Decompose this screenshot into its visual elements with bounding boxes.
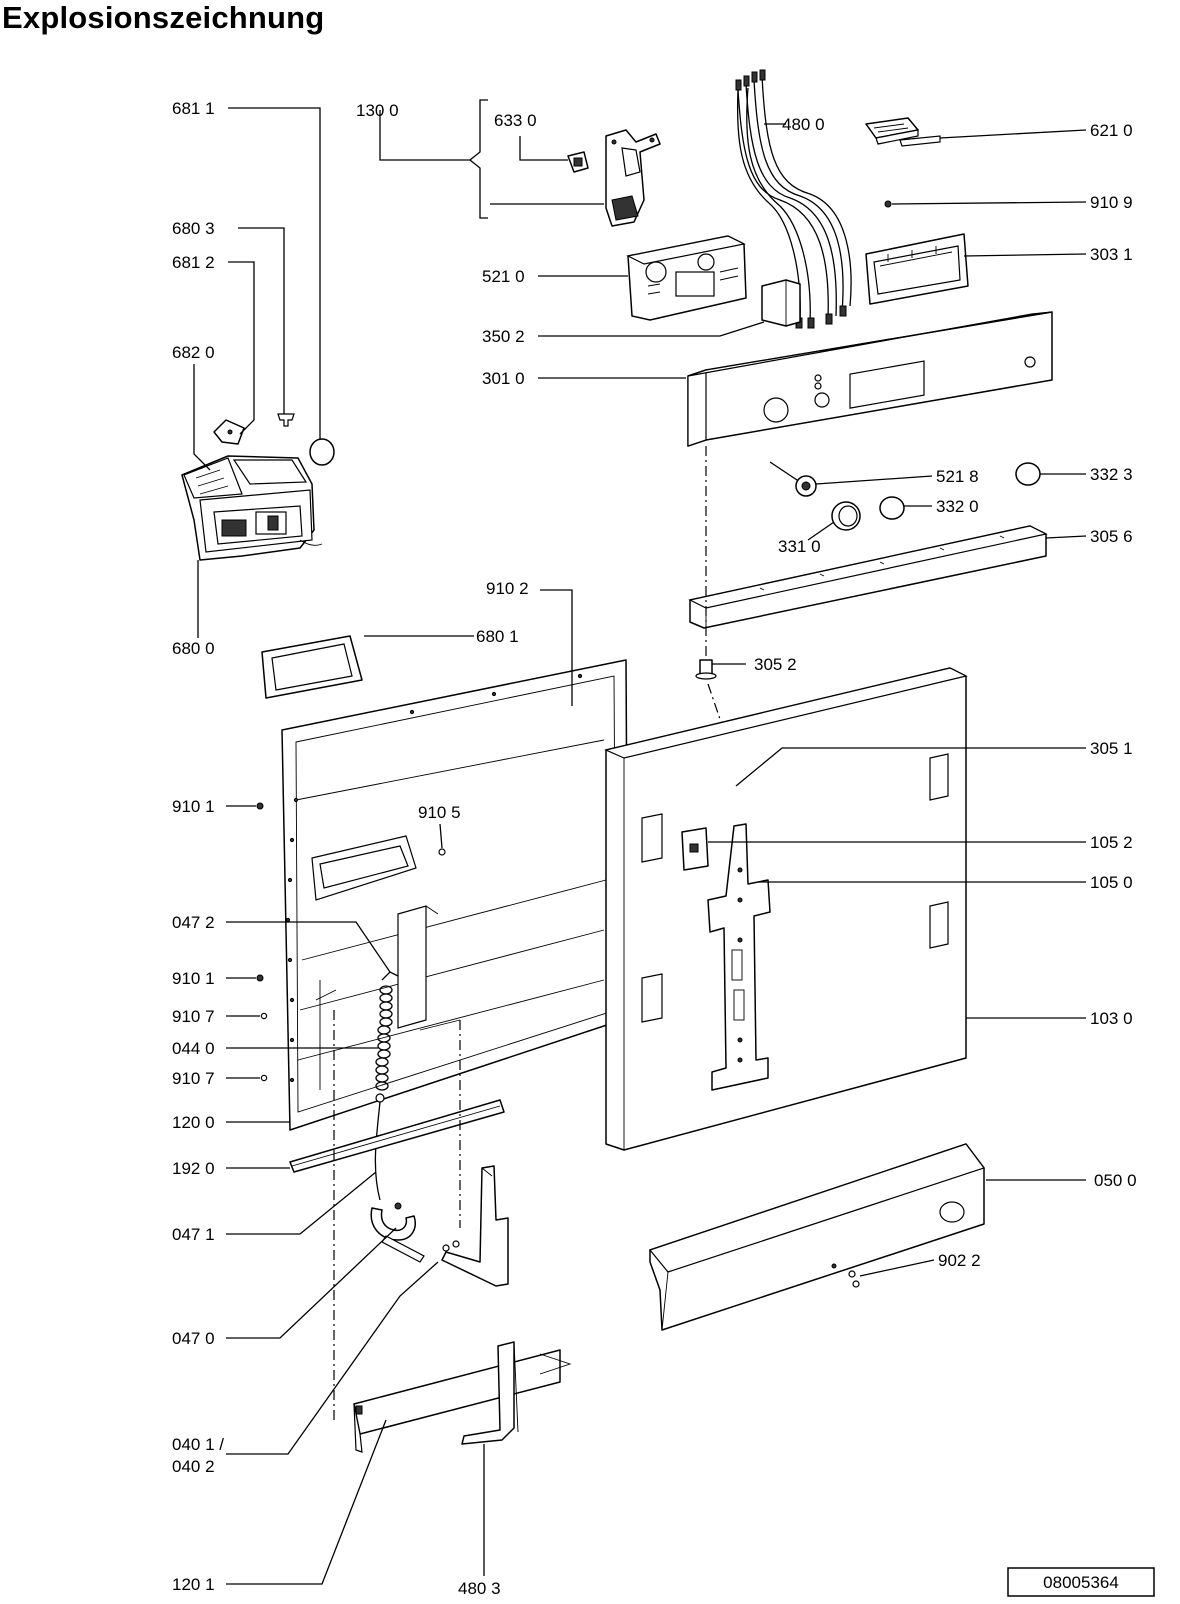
drawing-code: 08005364 <box>1043 1573 1119 1592</box>
page-title: Explosionszeichnung <box>2 0 325 35</box>
label-044-0: 044 0 <box>172 1039 215 1058</box>
part-192-0-strip <box>289 1099 505 1173</box>
part-047-1-cable <box>374 1101 381 1201</box>
label-192-0: 192 0 <box>172 1159 215 1178</box>
label-910-2: 910 2 <box>486 579 529 598</box>
label-105-0: 105 0 <box>1090 873 1133 892</box>
part-303-1-display-frame <box>865 233 969 305</box>
part-301-0-control-panel <box>687 311 1053 447</box>
part-332-3-button <box>1015 462 1041 486</box>
part-910-7-screw-lower <box>260 1074 268 1082</box>
part-910-1-screw-top <box>256 802 264 810</box>
part-120-0-inner-door <box>281 659 629 1131</box>
label-305-1: 305 1 <box>1090 739 1133 758</box>
label-050-0: 050 0 <box>1094 1171 1137 1190</box>
label-910-5: 910 5 <box>418 803 461 822</box>
part-350-2-plug <box>761 279 801 327</box>
label-305-2: 305 2 <box>754 655 797 674</box>
label-305-6: 305 6 <box>1090 527 1133 546</box>
label-103-0: 103 0 <box>1090 1009 1133 1028</box>
part-910-9-screw <box>884 200 892 208</box>
label-120-1: 120 1 <box>172 1575 215 1594</box>
part-521-8-potentiometer <box>769 461 817 497</box>
label-680-0: 680 0 <box>172 639 215 658</box>
label-120-0: 120 0 <box>172 1113 215 1132</box>
label-350-2: 350 2 <box>482 327 525 346</box>
label-303-1: 303 1 <box>1090 245 1133 264</box>
part-680-1-gasket <box>261 635 363 699</box>
part-680-0-dispenser <box>181 455 323 561</box>
label-910-1-mid: 910 1 <box>172 969 215 988</box>
part-910-5-screw <box>438 848 446 856</box>
label-521-8: 521 8 <box>936 467 979 486</box>
label-047-2: 047 2 <box>172 913 215 932</box>
label-040-2: 040 2 <box>172 1457 215 1476</box>
part-050-0-bottom-rail <box>648 1143 985 1331</box>
label-621-0: 621 0 <box>1090 121 1133 140</box>
part-633-0-switch <box>567 151 589 173</box>
part-681-1-cap <box>309 438 335 466</box>
label-040-1: 040 1 / <box>172 1435 224 1454</box>
drawing-code-box: 08005364 <box>1007 1567 1155 1597</box>
label-047-0: 047 0 <box>172 1329 215 1348</box>
label-331-0: 331 0 <box>778 537 821 556</box>
part-040-1-hinge-bracket <box>441 1020 509 1287</box>
part-902-2-screw <box>848 1270 860 1288</box>
part-521-0-control-board <box>626 235 747 321</box>
part-130-0-door-lock <box>605 129 661 227</box>
label-910-1-top: 910 1 <box>172 797 215 816</box>
part-105-0-bracket <box>707 823 771 1091</box>
label-480-3: 480 3 <box>458 1579 501 1598</box>
part-910-7-screw-upper <box>260 1012 268 1020</box>
part-910-1-screw-mid <box>256 974 264 982</box>
part-680-3-clip <box>277 413 295 427</box>
label-521-0: 521 0 <box>482 267 525 286</box>
label-910-7-lower: 910 7 <box>172 1069 215 1088</box>
part-305-2-bush <box>695 659 717 680</box>
part-305-6-rail <box>688 525 1048 629</box>
part-047-0-hinge-pulley <box>370 1202 425 1263</box>
label-910-7-upper: 910 7 <box>172 1007 215 1026</box>
label-105-2: 105 2 <box>1090 833 1133 852</box>
label-680-3: 680 3 <box>172 219 215 238</box>
label-681-2: 681 2 <box>172 253 215 272</box>
label-633-0: 633 0 <box>494 111 537 130</box>
part-105-2-clip <box>681 827 709 871</box>
part-331-0-knob <box>831 501 861 531</box>
part-103-0-outer-door <box>604 667 968 1151</box>
part-681-2-lid <box>213 419 245 445</box>
label-480-0: 480 0 <box>782 115 825 134</box>
label-130-0: 130 0 <box>356 101 399 120</box>
label-332-3: 332 3 <box>1090 465 1133 484</box>
part-120-1-bottom-strip <box>353 1349 572 1453</box>
label-680-1: 680 1 <box>476 627 519 646</box>
part-332-0-button <box>879 496 905 520</box>
label-682-0: 682 0 <box>172 343 215 362</box>
label-301-0: 301 0 <box>482 369 525 388</box>
label-902-2: 902 2 <box>938 1251 981 1270</box>
part-480-3-cable-guide <box>461 1341 519 1445</box>
part-621-0-connector <box>865 117 941 147</box>
label-332-0: 332 0 <box>936 497 979 516</box>
label-681-1: 681 1 <box>172 99 215 118</box>
leader-lines <box>193 99 1087 1585</box>
label-910-9: 910 9 <box>1090 193 1133 212</box>
label-047-1: 047 1 <box>172 1225 215 1244</box>
